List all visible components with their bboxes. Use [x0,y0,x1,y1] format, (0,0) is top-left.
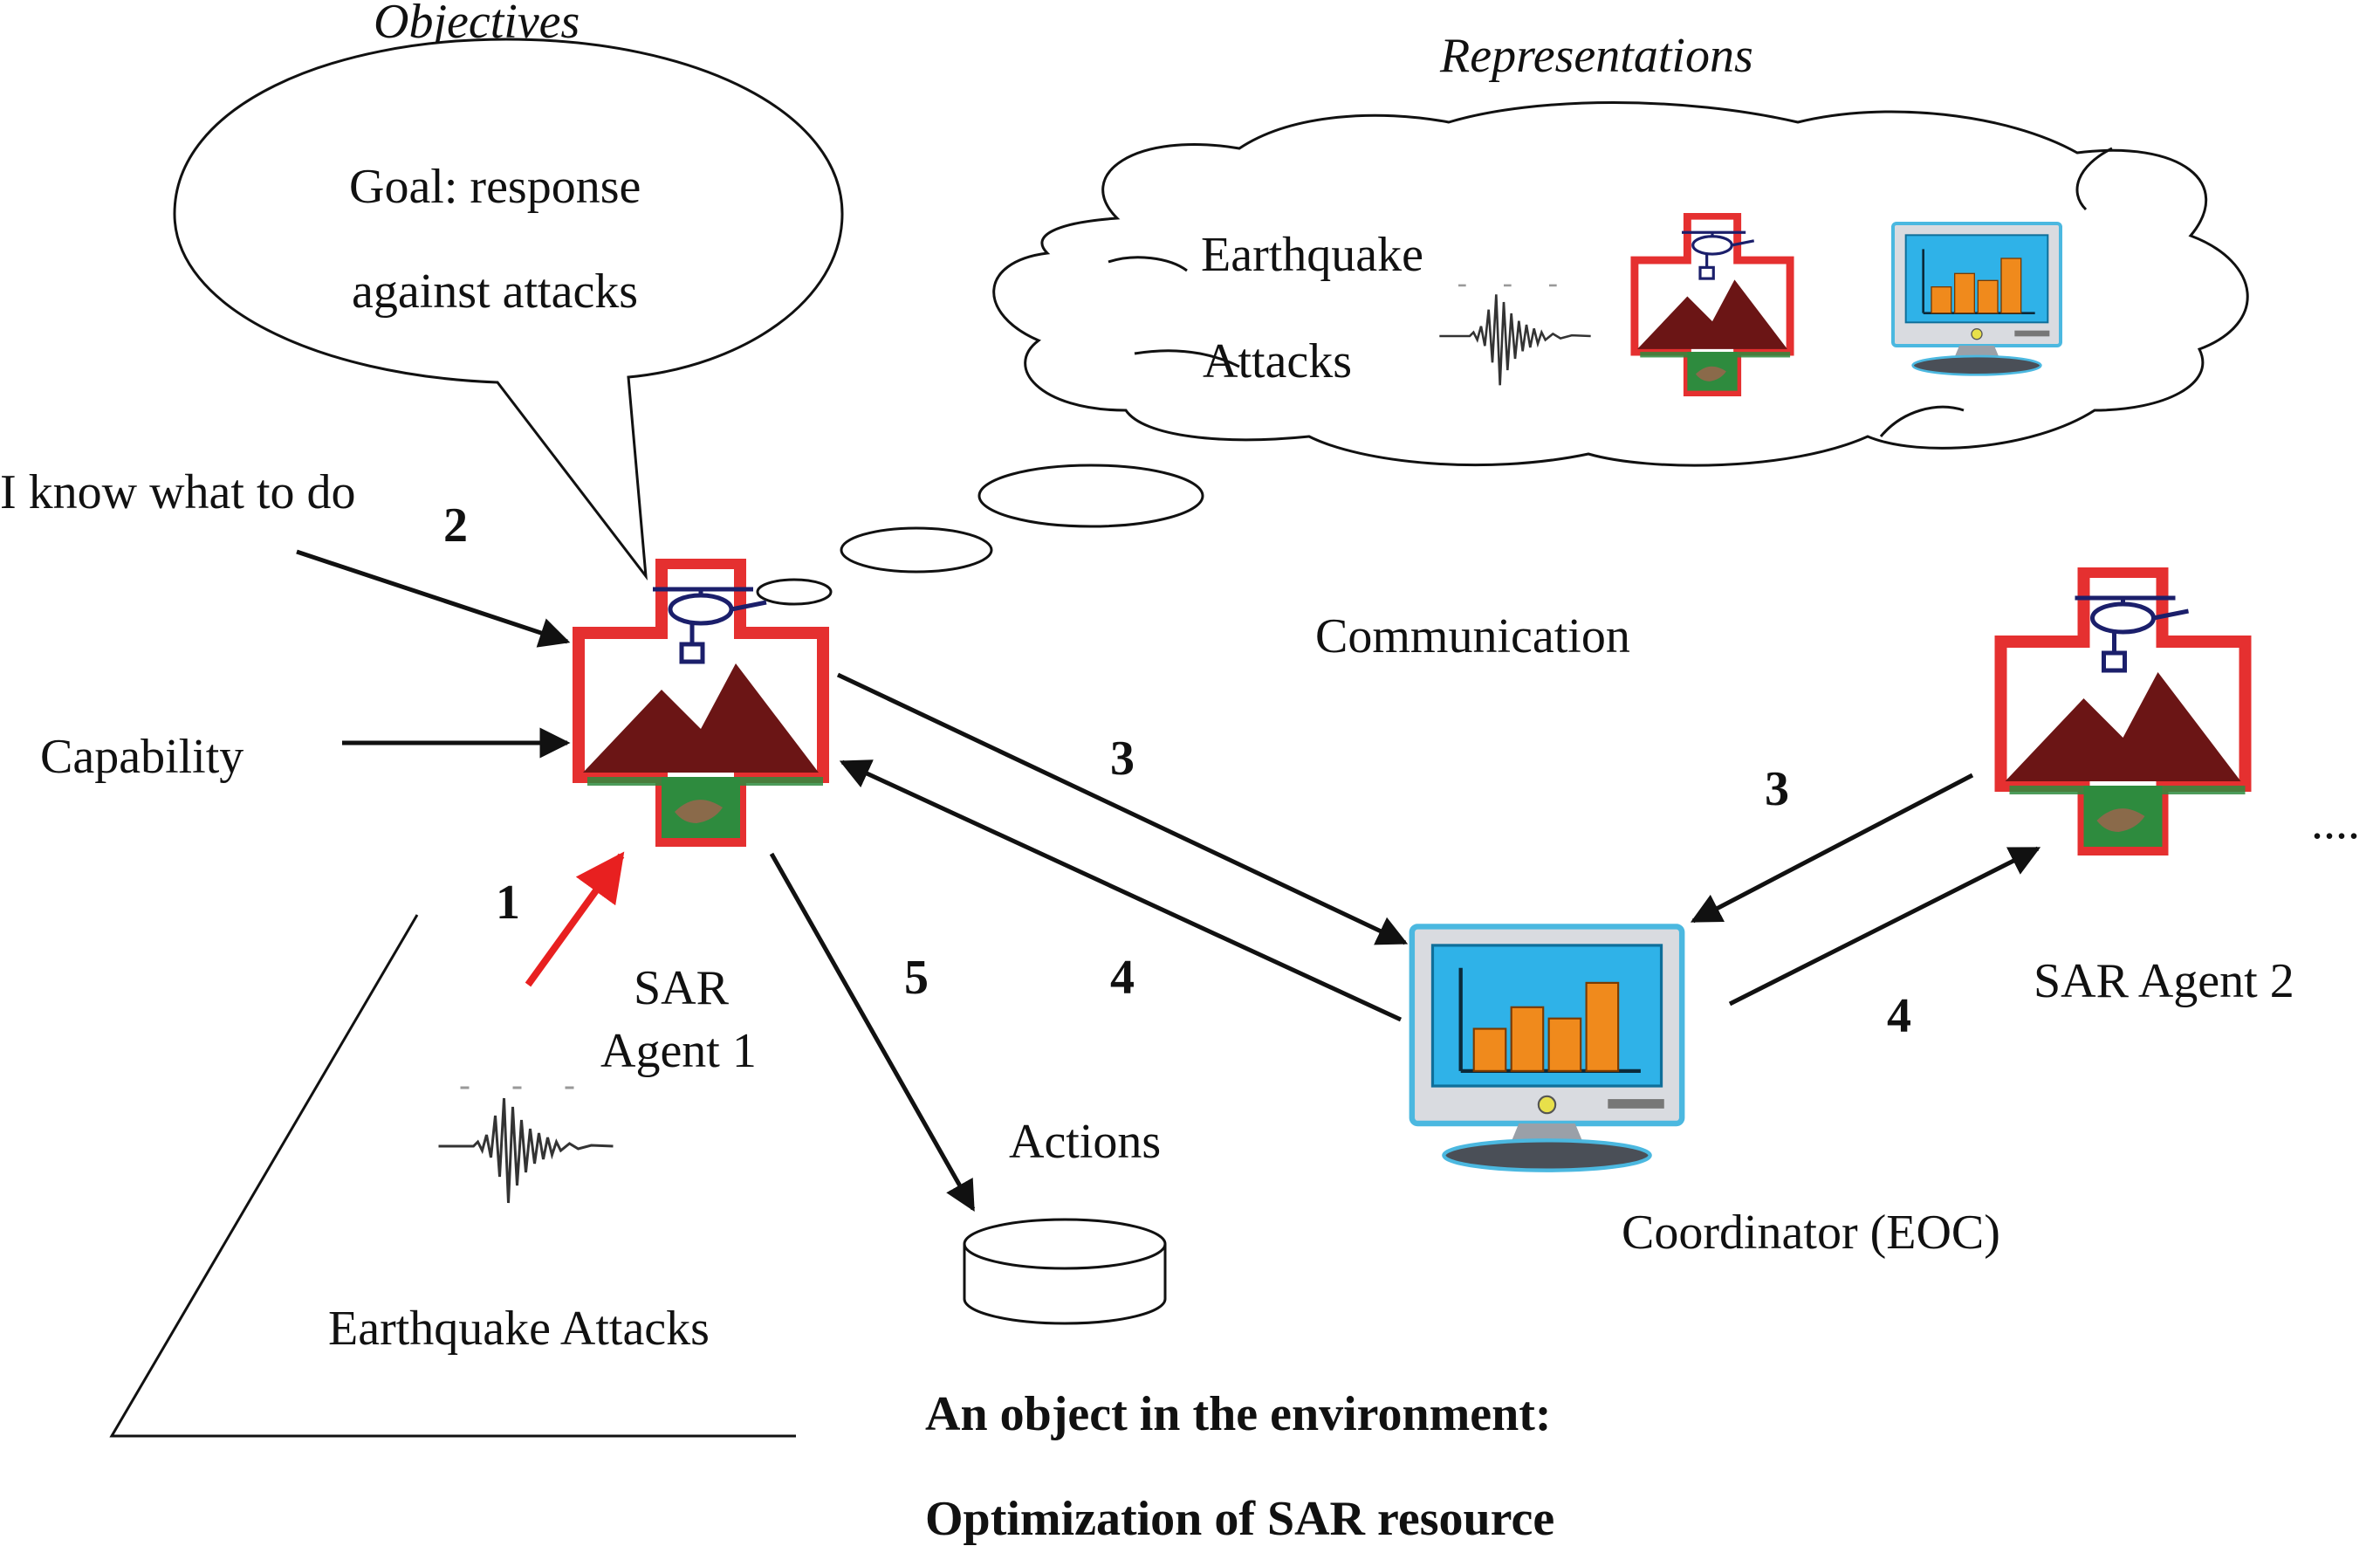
ellipsis-label: .... [2311,795,2360,849]
goal-text-line2: against attacks [352,265,638,319]
capability-label: Capability [40,730,243,784]
communication-label: Communication [1315,609,1630,663]
step-3b-label: 3 [1765,762,1789,816]
goal-speech-bubble [173,38,844,581]
step-4a-label: 4 [1110,951,1135,1005]
coordinator-monitor-icon [1412,926,1682,1170]
step-1-label: 1 [496,876,520,930]
goal-text-line1: Goal: response [349,160,641,214]
i-know-arrow [296,549,571,648]
step-5-label: 5 [904,951,929,1005]
thought-bubble-small [756,578,833,606]
step-3a-label: 3 [1110,732,1135,786]
step-2-label: 2 [443,498,468,553]
representations-thought-cloud [992,101,2249,467]
earthquake-arrow [525,851,625,987]
actions-database-icon [963,1218,1167,1325]
coordinator-to-agent2-arrow [1728,846,2041,1007]
sar-agent-2-label: SAR Agent 2 [2034,954,2294,1008]
i-know-label: I know what to do [0,465,356,519]
sar-agent-1-label-line2: Agent 1 [600,1024,757,1078]
sar-agent-2-icon [2001,572,2246,851]
environment-triangle [109,914,796,1438]
coordinator-to-agent1-arrow [839,759,1403,1022]
earthquake-seismogram-icon [439,1088,614,1203]
thought-bubble-large [977,464,1204,528]
step-4b-label: 4 [1887,989,1911,1043]
coordinator-label: Coordinator (EOC) [1622,1206,2000,1260]
actions-arrow [769,852,976,1213]
thought-bubble-medium [840,526,993,574]
cloud-text-line1: Earthquake [1201,228,1423,282]
agent1-to-coordinator-arrow [836,672,1409,945]
cloud-text-line2: Attacks [1203,334,1352,388]
agent2-to-coordinator-arrow [1690,773,1974,924]
environment-caption-line1: An object in the environment: [925,1387,1552,1441]
environment-caption-line2: Optimization of SAR resource [925,1492,1554,1546]
representations-heading: Representations [1439,29,1753,83]
actions-label: Actions [1009,1115,1161,1169]
sar-agent-1-label-line1: SAR [634,961,730,1015]
earthquake-attacks-label: Earthquake Attacks [328,1302,710,1356]
